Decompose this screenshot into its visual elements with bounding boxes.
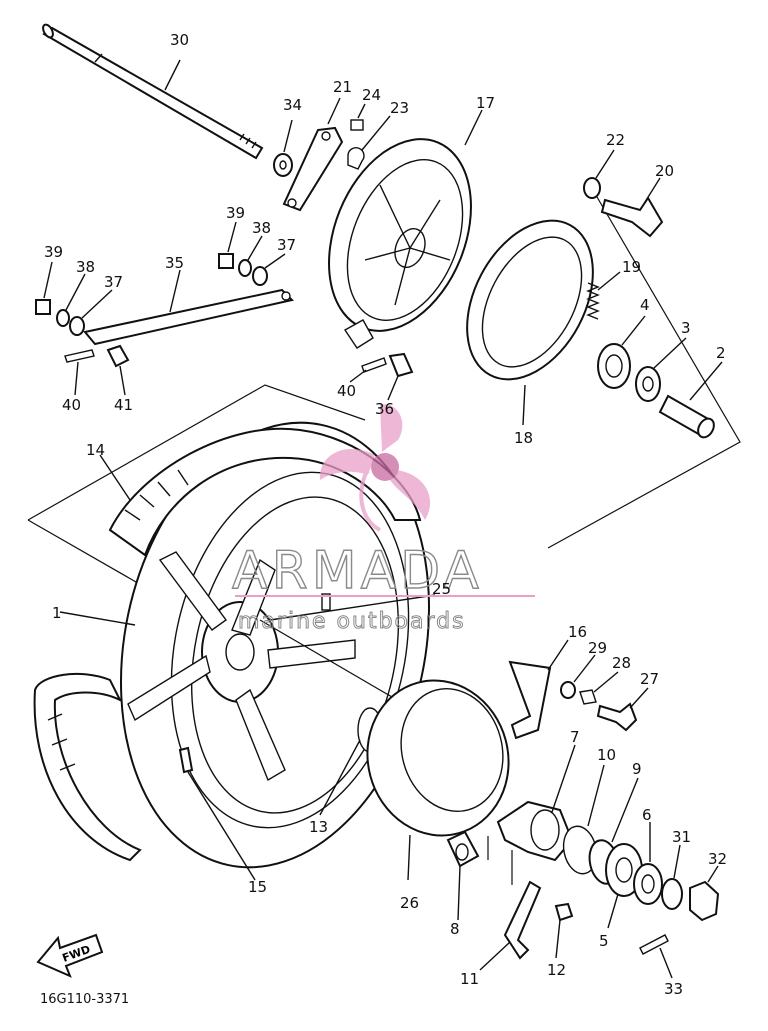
lock-washer-28 [579, 671, 619, 705]
callout-20: 20 [655, 162, 674, 180]
callout-8: 8 [450, 920, 460, 938]
callout-36: 36 [375, 400, 394, 418]
watermark-logo [319, 404, 431, 532]
callout-39-left: 39 [44, 243, 63, 261]
callout-3: 3 [681, 319, 691, 337]
callout-14: 14 [86, 441, 105, 459]
callout-19: 19 [622, 258, 641, 276]
watermark-brand: ARMADA [232, 541, 483, 601]
callout-18: 18 [514, 429, 533, 447]
washer-34 [273, 119, 293, 177]
callout-25: 25 [432, 580, 451, 598]
sprocket-hub-7 [496, 744, 576, 862]
bearing-6 [633, 822, 663, 905]
callout-33: 33 [664, 980, 683, 998]
washer-38-left [56, 273, 86, 327]
callout-38-left: 38 [76, 258, 95, 276]
callout-39-right: 39 [226, 204, 245, 222]
callout-27: 27 [640, 670, 659, 688]
nut-12 [554, 902, 574, 959]
callout-15: 15 [248, 878, 267, 896]
callout-10: 10 [597, 746, 616, 764]
callout-34: 34 [283, 96, 302, 114]
collar-2 [658, 361, 723, 439]
callout-16: 16 [568, 623, 587, 641]
callout-30: 30 [170, 31, 189, 49]
assembly-boundary [27, 184, 741, 591]
nut-39-left [35, 261, 53, 315]
cotter-pin-40-left [64, 349, 95, 396]
callout-26: 26 [400, 894, 419, 912]
washer-3 [635, 337, 687, 402]
callout-5: 5 [599, 932, 609, 950]
bolt-27 [596, 687, 649, 732]
axle-nut-32 [689, 865, 720, 922]
lock-plate-16 [508, 639, 569, 740]
washer-29 [560, 654, 596, 699]
collar-8 [446, 830, 480, 921]
lock-plate-11 [479, 880, 542, 971]
washer-37-right [252, 253, 286, 286]
washer-37-left [69, 289, 113, 336]
cotter-pin-33 [639, 934, 673, 979]
pin-36 [387, 352, 414, 401]
callout-38-right: 38 [252, 219, 271, 237]
callout-40-left: 40 [62, 396, 81, 414]
callout-9: 9 [632, 760, 642, 778]
callout-17: 17 [476, 94, 495, 112]
brake-shoes-18 [466, 219, 594, 426]
washer-31 [661, 844, 683, 910]
callout-11: 11 [460, 970, 479, 988]
callout-24: 24 [362, 86, 381, 104]
callout-13: 13 [309, 818, 328, 836]
brake-rod-35 [83, 269, 294, 346]
callout-2: 2 [716, 344, 726, 362]
drawing-code: 16G110-3371 [40, 992, 129, 1007]
indicator-23 [347, 115, 391, 170]
brake-plate-17 [328, 109, 483, 349]
callout-23: 23 [390, 99, 409, 117]
callout-28: 28 [612, 654, 631, 672]
bearing-4 [597, 315, 646, 389]
pin-41 [106, 344, 130, 396]
washer-22 [583, 149, 615, 199]
callout-29: 29 [588, 639, 607, 657]
spring-19 [586, 271, 621, 320]
bolt-24 [350, 103, 366, 131]
watermark-tagline: marine outboards [238, 609, 466, 634]
forward-arrow: FWD [36, 933, 104, 978]
callout-21: 21 [333, 78, 352, 96]
clutch-hub-26 [366, 679, 510, 881]
nut-39-right [218, 221, 237, 269]
brake-arm-21 [282, 97, 344, 212]
callout-12: 12 [547, 961, 566, 979]
callout-31: 31 [672, 828, 691, 846]
brake-cam-20 [600, 177, 664, 238]
axle-part [42, 23, 264, 160]
callout-35: 35 [165, 254, 184, 272]
cotter-pin-40-right [349, 357, 387, 383]
callout-37-left: 37 [104, 273, 123, 291]
callout-1: 1 [52, 604, 62, 622]
washer-38-right [238, 235, 263, 277]
valve-15 [178, 746, 256, 881]
callout-40-right: 40 [337, 382, 356, 400]
callout-7: 7 [570, 728, 580, 746]
callout-4: 4 [640, 296, 650, 314]
callout-labels: 30 21 24 23 17 34 22 20 39 38 37 39 38 3… [44, 31, 727, 998]
rear-wheel-1 [59, 421, 430, 869]
callout-37-right: 37 [277, 236, 296, 254]
callout-41: 41 [114, 396, 133, 414]
callout-32: 32 [708, 850, 727, 868]
callout-22: 22 [606, 131, 625, 149]
callout-6: 6 [642, 806, 652, 824]
